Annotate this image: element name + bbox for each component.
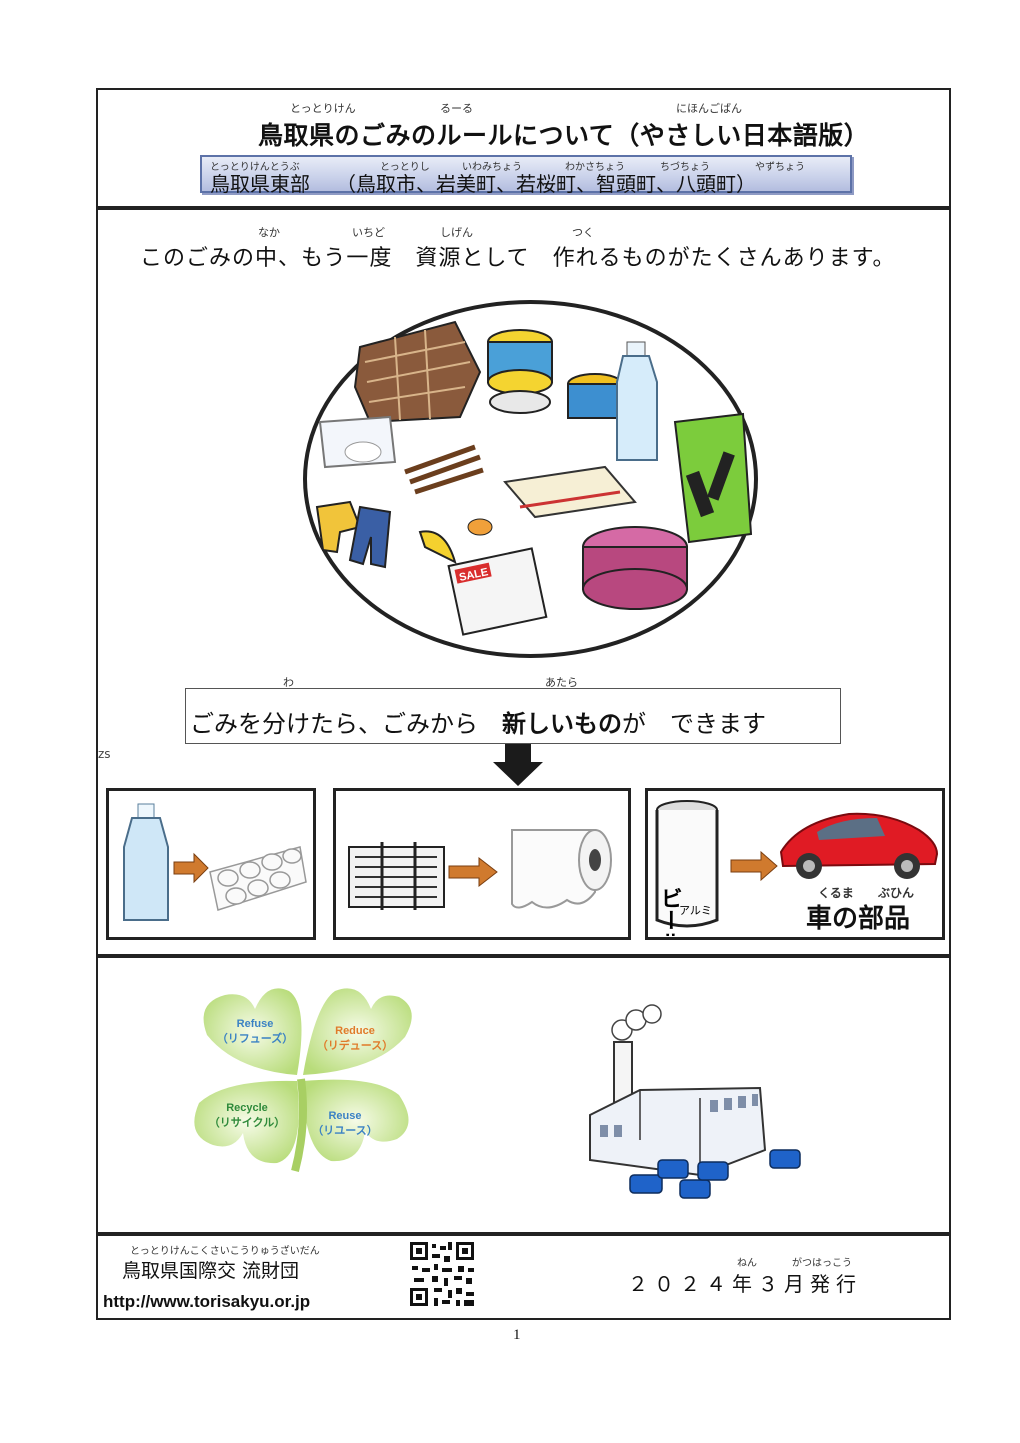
sorting-box: [185, 688, 841, 744]
recycle-jp: （リサイクル）: [208, 1117, 286, 1129]
issue-date: ２０２４年３月発行: [628, 1272, 862, 1296]
clover-leaf-reuse: Reuse （リユース）: [305, 1110, 385, 1138]
refuse-en: Refuse: [236, 1018, 274, 1030]
intro-ruby-b: いちど: [352, 226, 385, 239]
intro-ruby-d: つく: [572, 226, 594, 239]
arrow-right-icon: [173, 852, 209, 884]
plastic-tray-icon: [503, 465, 637, 519]
region-ruby-a: とっとりけんとうぶ: [210, 162, 300, 173]
org-ruby: とっとりけんこくさいこうりゅうざいだん: [130, 1246, 320, 1257]
arrow-right-icon: [448, 856, 498, 888]
factory-building-icon: [589, 1086, 767, 1177]
snack-bag-icon: [673, 412, 753, 544]
sorting-text: ごみを分けたら、ごみから 新しいものが できます: [190, 704, 766, 739]
garbage-illustration: SALE: [315, 320, 753, 636]
intro-ruby-a: なか: [258, 226, 280, 239]
plastic-bottle-icon: [616, 341, 658, 461]
bottle-to-egg-carton-illustration: [123, 803, 307, 921]
region-banner: [200, 155, 852, 193]
diaper-icon: [318, 415, 397, 469]
stray-mark: zs: [98, 747, 111, 761]
divider-examples: [96, 954, 951, 958]
page-frame: [96, 88, 951, 1320]
reduce-jp: （リデュース）: [316, 1040, 394, 1052]
clover-illustration: [194, 988, 412, 1173]
clover-leaf-refuse: Refuse （リフューズ）: [215, 1018, 295, 1046]
clover-leaf-recycle: Recycle （リサイクル）: [205, 1102, 289, 1130]
org-name: 鳥取県国際交 流財団: [122, 1260, 300, 1282]
car-parts-ruby-a: くるま: [818, 886, 854, 900]
reuse-jp: （リユース）: [312, 1125, 378, 1137]
region-ruby-d: わかさちょう: [565, 162, 625, 173]
egg-carton-icon: [209, 846, 307, 911]
region-towns: （鳥取市、岩美町、若桜町、智頭町、八頭町）: [336, 172, 756, 196]
page-title: 鳥取県のごみのルールについて（やさしい日本語版）: [258, 121, 870, 150]
newspaper-stack-icon: [348, 842, 445, 910]
date-ruby-b: がつはっこう: [792, 1258, 852, 1269]
car-parts-label: 車の部品: [806, 904, 911, 934]
tin-can-icon: [487, 329, 623, 419]
page-number: 1: [513, 1327, 521, 1343]
intro-text: このごみの中、もう一度 資源として 作れるものがたくさんあります。: [140, 246, 896, 271]
region-ruby-c: いわみちょう: [462, 162, 522, 173]
factory-illustration: [589, 1004, 801, 1199]
title-ruby-a: とっとりけん: [290, 102, 356, 115]
sorting-text-part2: が できます: [622, 710, 766, 738]
reuse-en: Reuse: [328, 1110, 362, 1122]
clover-leaf-reduce: Reduce （リデュース）: [315, 1025, 395, 1053]
region-ruby-f: やずちょう: [755, 162, 805, 173]
divider-header: [96, 206, 951, 210]
arrow-right-icon: [730, 850, 778, 882]
plastic-bottle-icon: [123, 803, 169, 921]
toilet-paper-icon: [511, 829, 612, 909]
newspaper-icon: SALE: [447, 547, 548, 636]
reduce-en: Reduce: [335, 1025, 375, 1037]
sorting-text-bold: 新しいもの: [502, 710, 622, 738]
intro-ruby-c: しげん: [440, 226, 473, 239]
title-ruby-b: るーる: [440, 102, 473, 115]
title-ruby-c: にほんごばん: [676, 102, 742, 115]
arrow-down-icon: [493, 744, 543, 786]
car-parts-ruby-b: ぶひん: [878, 886, 915, 900]
org-url[interactable]: http://www.torisakyu.or.jp: [103, 1292, 311, 1311]
can-to-car-illustration: ビール アルミ: [655, 800, 939, 936]
can-label: ビール: [657, 887, 682, 936]
divider-footer: [96, 1232, 951, 1236]
qr-code-icon[interactable]: [408, 1240, 476, 1308]
blue-trucks-icon: [629, 1149, 801, 1199]
clothes-icon: [315, 500, 392, 569]
paper-to-toilet-paper-illustration: [348, 829, 612, 910]
can-sublabel: アルミ: [679, 904, 712, 917]
region-ruby-e: ちづちょう: [660, 162, 710, 173]
sorting-text-part1: ごみを分けたら、ごみから: [190, 710, 502, 738]
wood-sticks-icon: [404, 444, 484, 495]
region-name: 鳥取県東部: [210, 172, 310, 196]
sort-ruby-b: あたら: [545, 676, 578, 689]
cloth-bundle-icon: [353, 320, 482, 424]
red-car-icon: [779, 812, 939, 879]
sale-label: SALE: [458, 566, 489, 584]
date-ruby-a: ねん: [737, 1258, 757, 1269]
aluminum-can-icon: ビール アルミ: [655, 800, 719, 936]
region-ruby-b: とっとりし: [380, 162, 430, 173]
refuse-jp: （リフューズ）: [216, 1033, 294, 1045]
sort-ruby-a: わ: [283, 676, 294, 689]
food-scraps-icon: [418, 518, 493, 564]
recycle-en: Recycle: [226, 1102, 268, 1114]
cookie-tin-icon: [582, 526, 688, 610]
smoke-icon: [611, 1004, 662, 1041]
